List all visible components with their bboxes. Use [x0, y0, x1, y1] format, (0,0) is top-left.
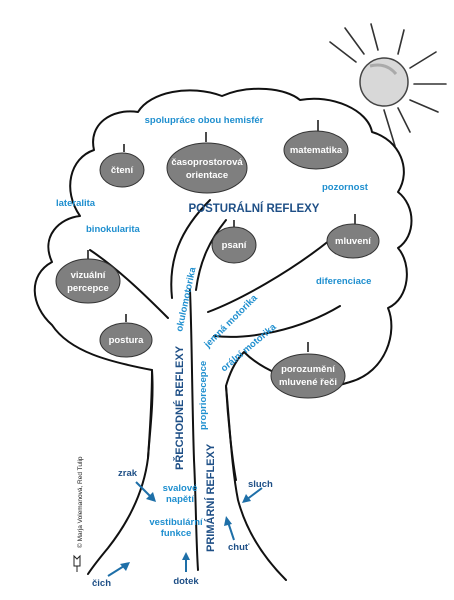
label-sluch: sluch: [248, 479, 273, 490]
trunk-left: [87, 369, 154, 575]
fruit-vizualni-percepce: vizuální percepce: [55, 250, 121, 304]
label-posturalni-reflexy: POSTURÁLNÍ REFLEXY: [189, 202, 320, 215]
label-primarni-reflexy: PRIMÁRNÍ REFLEXY: [204, 443, 217, 552]
fruit-label-line1: časoprostorová: [171, 157, 243, 168]
tulip-logo-icon: [73, 554, 81, 572]
label-binokularita: binokularita: [86, 224, 141, 235]
label-pozornost: pozornost: [322, 182, 369, 193]
tree-outline: [33, 87, 413, 581]
label-prechodne-reflexy: PŘECHODNÉ REFLEXY: [173, 345, 186, 470]
arrow-zrak: [135, 481, 156, 502]
fruit-label-line2: orientace: [186, 170, 228, 181]
label-zrak: zrak: [118, 468, 138, 479]
fruit-matematika: matematika: [283, 120, 349, 170]
label-vestibularni-funkce-2: funkce: [161, 528, 192, 539]
fruit-label-line2: mluvené řeči: [279, 377, 337, 388]
label-propriorecepce: propriorecepce: [198, 361, 209, 430]
label-dotek: dotek: [173, 576, 199, 587]
fruit-porozumeni: porozumění mluvené řeči: [270, 342, 346, 399]
label-chut: chuť: [228, 542, 250, 553]
fruit-label: mluvení: [335, 236, 371, 247]
fruit-label: postura: [109, 335, 145, 346]
branch-left: [89, 249, 169, 319]
trunk-right: [225, 385, 287, 581]
label-vestibularni-funkce-1: vestibulární: [149, 517, 203, 528]
arrow-chut: [224, 516, 235, 541]
branch-mid: [195, 219, 227, 291]
trunk-center: [189, 289, 199, 571]
label-spoluprace: spolupráce obou hemisfér: [145, 115, 264, 126]
fruit-mluveni: mluvení: [326, 214, 380, 259]
fruit-label-line1: vizuální: [71, 270, 106, 281]
label-lateralita: lateralita: [56, 198, 96, 209]
fruit-postura: postura: [99, 314, 153, 358]
label-cich: čich: [92, 578, 111, 589]
fruit-label-line1: porozumění: [281, 364, 335, 375]
fruit-psani: psaní: [211, 220, 257, 264]
fruit-cteni: čtení: [99, 144, 145, 188]
fruit-label-line2: percepce: [67, 283, 109, 294]
label-diferenciace: diferenciace: [316, 276, 371, 287]
credit-text: © Marja Volemanová, Red Tulip: [76, 456, 84, 548]
arrow-cich: [107, 562, 130, 577]
fruit-label: psaní: [222, 240, 247, 251]
fruit-label: matematika: [290, 145, 343, 156]
label-okulomotorika: okulomotorika: [174, 266, 199, 333]
sun-icon: [329, 23, 447, 147]
fruit-label: čtení: [111, 165, 134, 176]
label-svalove-napeti-2: napětí: [166, 494, 194, 505]
label-svalove-napeti-1: svalové: [163, 483, 198, 494]
branch-left-2: [170, 199, 211, 299]
branch-right: [207, 239, 331, 313]
fruit-casoprostorova: časoprostorová orientace: [166, 132, 248, 194]
branch-right-2: [213, 305, 341, 338]
arrow-dotek: [182, 552, 190, 572]
arrow-sluch: [242, 487, 263, 503]
